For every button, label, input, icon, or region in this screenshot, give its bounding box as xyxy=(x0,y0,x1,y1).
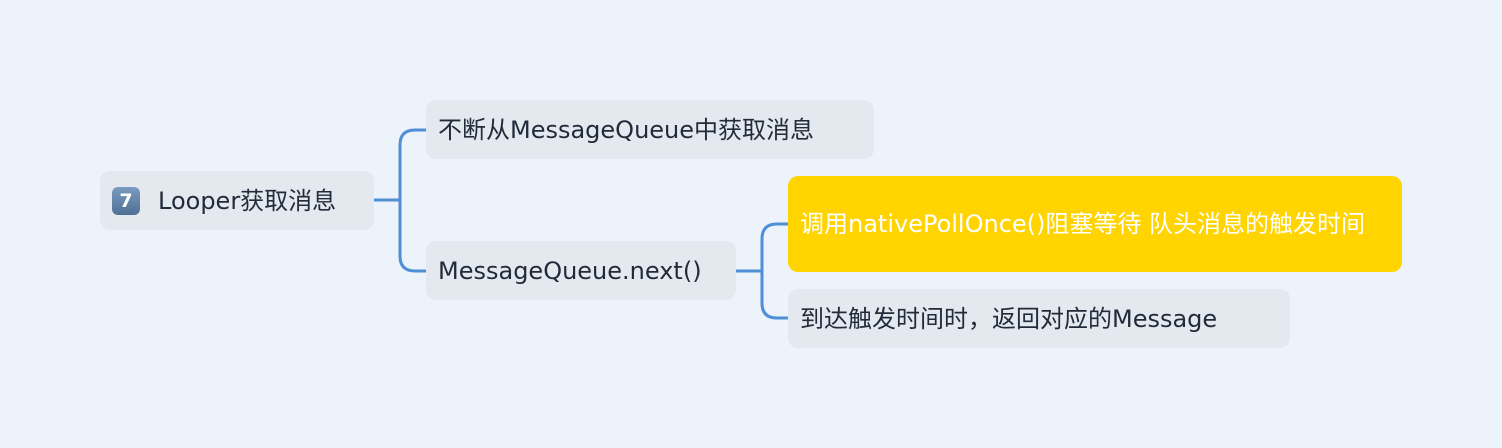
root-topic-label: Looper获取消息 xyxy=(158,186,337,215)
root-topic[interactable]: 7 Looper获取消息 xyxy=(100,171,374,230)
connector-root-to-branches xyxy=(372,128,428,273)
topic-fetch-messages[interactable]: 不断从MessageQueue中获取消息 xyxy=(426,100,874,159)
topic-label: 不断从MessageQueue中获取消息 xyxy=(438,115,815,144)
number-badge-icon: 7 xyxy=(112,186,140,215)
topic-native-poll-once[interactable]: 调用nativePollOnce()阻塞等待 队头消息的触发时间 xyxy=(788,176,1402,272)
connector-next-to-children xyxy=(734,222,790,320)
topic-label: MessageQueue.next() xyxy=(438,256,702,285)
topic-label: 调用nativePollOnce()阻塞等待 队头消息的触发时间 xyxy=(800,209,1366,238)
topic-messagequeue-next[interactable]: MessageQueue.next() xyxy=(426,241,736,300)
topic-return-message[interactable]: 到达触发时间时，返回对应的Message xyxy=(788,289,1290,348)
topic-label: 到达触发时间时，返回对应的Message xyxy=(800,304,1218,333)
